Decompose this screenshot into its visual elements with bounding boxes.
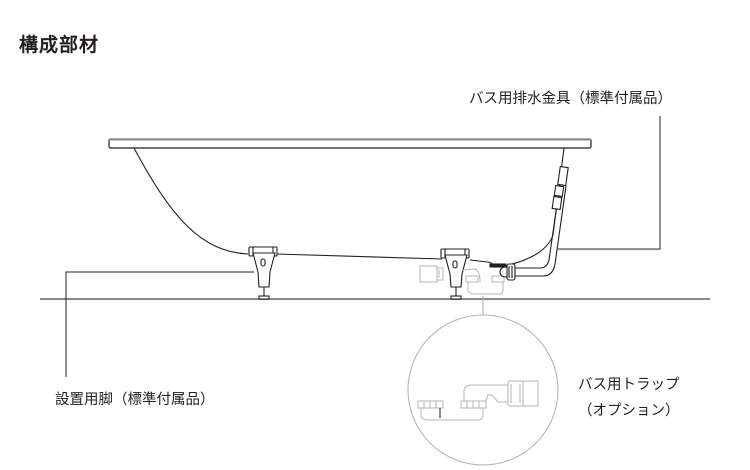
bathtub-body <box>133 147 565 266</box>
page-title: 構成部材 <box>19 34 100 56</box>
label-bath-trap-line2: （オプション） <box>578 403 680 419</box>
label-bath-trap-line1: バス用トラップ <box>578 377 680 393</box>
label-bath-drain-fitting: バス用排水金具（標準付属品） <box>469 91 672 107</box>
bath-drain-fitting <box>486 165 569 281</box>
install-leg-left <box>248 246 278 300</box>
bath-trap-detail-circle <box>407 314 559 466</box>
bathtub-rim <box>108 138 592 149</box>
leader-line-drain <box>557 116 661 250</box>
install-leg-right <box>440 248 470 300</box>
label-install-legs: 設置用脚（標準付属品） <box>55 392 215 408</box>
leader-line-legs <box>65 271 254 377</box>
label-bath-trap: バス用トラップ （オプション） <box>578 372 680 424</box>
bath-trap-ghost <box>419 265 505 295</box>
